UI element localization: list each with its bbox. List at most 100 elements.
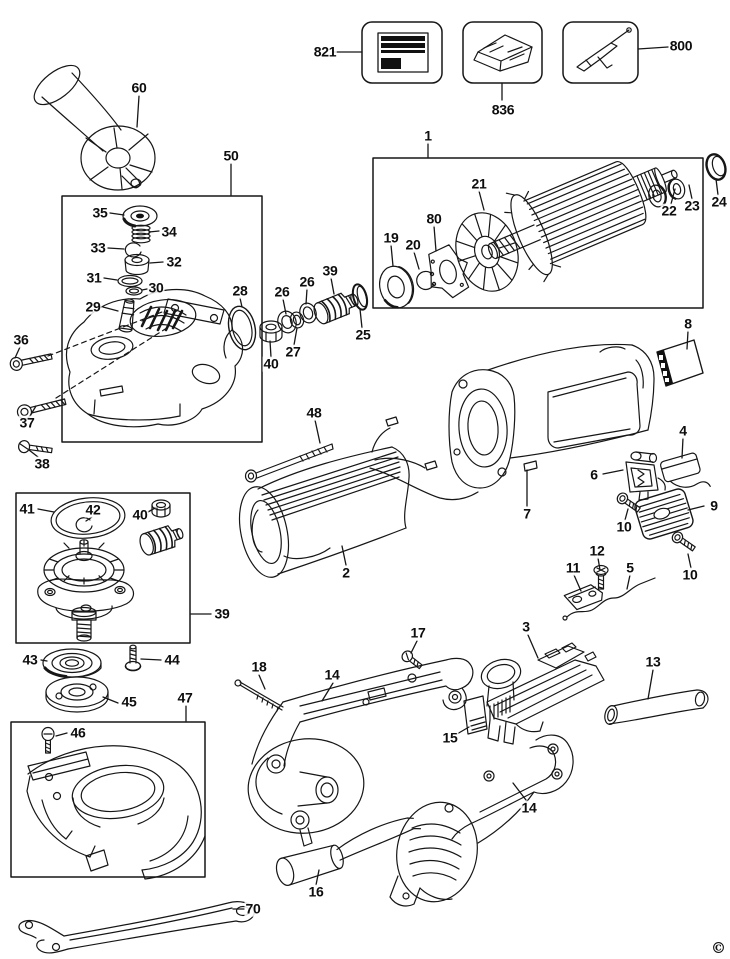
part-29-pin xyxy=(118,298,135,333)
part-label-10: 10 xyxy=(615,518,633,535)
part-18-screw xyxy=(234,679,284,712)
part-label-30: 30 xyxy=(147,279,165,296)
part-label-48: 48 xyxy=(305,404,323,421)
part-label-36: 36 xyxy=(12,331,30,348)
part-23-bearing xyxy=(667,178,686,200)
part-2-field xyxy=(238,416,479,578)
part-label-25: 25 xyxy=(354,326,372,343)
part-44-screw xyxy=(124,644,142,672)
part-60-side-handle xyxy=(33,64,156,191)
part-33-circlip xyxy=(124,242,142,258)
part-26-washer-b xyxy=(299,302,317,324)
part-label-16: 16 xyxy=(307,883,325,900)
part-45-outer-flange xyxy=(45,676,109,713)
part-label-3: 3 xyxy=(521,618,531,635)
part-9-brush-cover xyxy=(634,488,694,540)
part-42-circlip xyxy=(75,517,93,533)
part-25-o-ring xyxy=(351,283,369,311)
part-label-33: 33 xyxy=(89,239,107,256)
assembly-box-47 xyxy=(10,721,206,878)
part-43-bearing-flange xyxy=(42,648,102,678)
part-label-6: 6 xyxy=(589,466,599,483)
part-label-46: 46 xyxy=(69,724,87,741)
power-tool-icon xyxy=(576,27,632,72)
part-21-fan xyxy=(455,212,519,292)
part-label-27: 27 xyxy=(284,343,302,360)
nameplate-label-icon xyxy=(377,32,429,73)
part-label-31: 31 xyxy=(85,269,103,286)
part-label-21: 21 xyxy=(470,175,488,192)
part-label-34: 34 xyxy=(160,223,178,240)
part-80-baffle xyxy=(428,244,470,299)
part-37-screw xyxy=(16,398,67,420)
part-5-lead-wire xyxy=(562,577,656,621)
part-label-26: 26 xyxy=(273,283,291,300)
part-16-capacitor xyxy=(275,817,422,886)
part-30-ring xyxy=(125,286,143,296)
part-label-22: 22 xyxy=(660,202,678,219)
part-label-28: 28 xyxy=(231,282,249,299)
part-6-brush-holder xyxy=(625,451,666,501)
part-label-42: 42 xyxy=(84,501,102,518)
part-27-ring xyxy=(289,311,305,329)
part-label-7: 7 xyxy=(522,505,532,522)
part-22-washer xyxy=(648,184,667,208)
part-40-nut-b xyxy=(151,499,171,518)
part-gear-assembly xyxy=(37,539,135,642)
part-36-screw xyxy=(9,353,53,371)
part-label-40: 40 xyxy=(131,506,149,523)
part-11-clamp xyxy=(563,584,603,611)
part-label-43: 43 xyxy=(21,651,39,668)
part-19-bearing xyxy=(379,265,415,309)
part-3-switch xyxy=(480,642,605,745)
part-label-836: 836 xyxy=(490,101,516,118)
part-48-screw xyxy=(244,443,334,483)
part-70-wrench xyxy=(18,901,255,954)
part-label-45: 45 xyxy=(120,693,138,710)
part-label-14: 14 xyxy=(520,799,538,816)
part-8-module xyxy=(656,339,704,387)
part-label-39: 39 xyxy=(321,262,339,279)
part-28-ring xyxy=(227,305,257,351)
part-label-24: 24 xyxy=(710,193,728,210)
part-17-screw xyxy=(401,650,423,670)
part-label-38: 38 xyxy=(33,455,51,472)
part-label-12: 12 xyxy=(588,542,606,559)
part-label-26: 26 xyxy=(298,273,316,290)
part-32-spindle-lock-button xyxy=(124,253,150,276)
part-label-800: 800 xyxy=(668,37,694,54)
part-label-1: 1 xyxy=(423,127,433,144)
part-10-screw-b xyxy=(671,531,696,552)
part-label-4: 4 xyxy=(678,422,688,439)
part-31-o-ring xyxy=(117,274,143,288)
part-label-19: 19 xyxy=(382,229,400,246)
part-46-screw xyxy=(41,726,55,754)
part-26-washer-a xyxy=(277,310,297,334)
part-label-9: 9 xyxy=(709,497,719,514)
part-label-14: 14 xyxy=(323,666,341,683)
part-label-23: 23 xyxy=(683,197,701,214)
part-label-37: 37 xyxy=(18,414,36,431)
assembly-boxes xyxy=(10,21,704,878)
assembly-box-50 xyxy=(61,195,263,443)
part-label-47: 47 xyxy=(176,689,194,706)
part-guard xyxy=(26,745,206,880)
part-14a-handle-housing xyxy=(247,657,474,847)
part-label-80: 80 xyxy=(425,210,443,227)
part-label-11: 11 xyxy=(564,559,582,576)
part-label-60: 60 xyxy=(130,79,148,96)
part-label-32: 32 xyxy=(165,253,183,270)
part-label-41: 41 xyxy=(18,500,36,517)
part-label-15: 15 xyxy=(441,729,459,746)
part-label-13: 13 xyxy=(644,653,662,670)
part-20-circlip xyxy=(416,270,437,291)
part-label-10: 10 xyxy=(681,566,699,583)
part-label-18: 18 xyxy=(250,658,268,675)
part-7-motor-housing xyxy=(448,343,655,489)
part-label-821: 821 xyxy=(312,43,338,60)
part-34-spring xyxy=(131,224,151,244)
part-label-5: 5 xyxy=(625,559,635,576)
part-4-carbon-brush xyxy=(660,452,711,488)
part-12-screw xyxy=(593,564,609,590)
